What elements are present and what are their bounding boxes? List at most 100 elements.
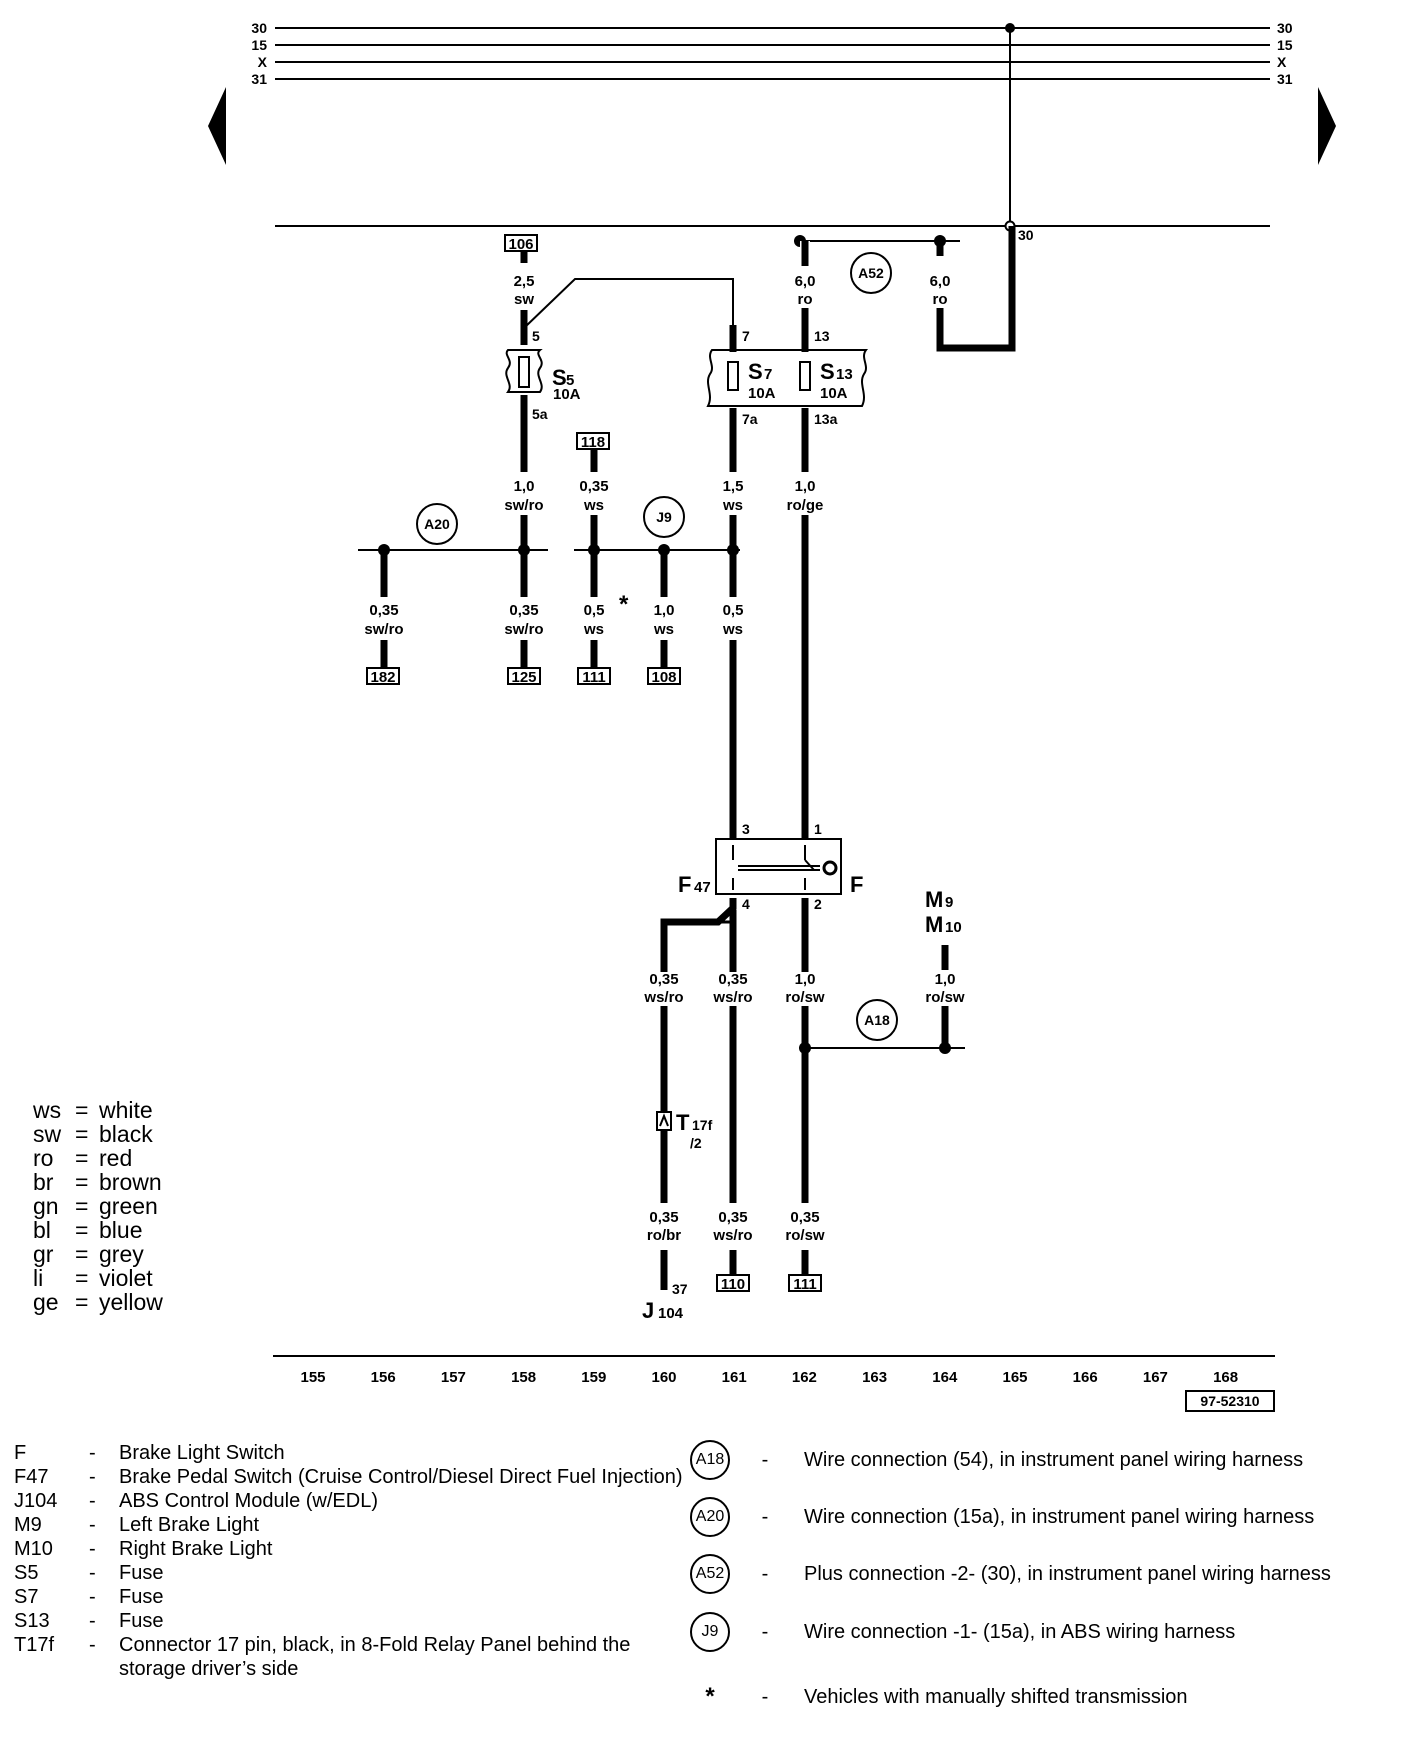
svg-text:ws: ws [653,621,674,638]
svg-text:0,35: 0,35 [790,1209,819,1226]
color-legend-row: gn=green [33,1194,163,1218]
equals-sign: = [75,1265,89,1291]
equals-sign: = [75,1169,89,1195]
pin-label: 7 [742,328,750,344]
svg-text:1,0: 1,0 [514,478,535,495]
column-number: 167 [1143,1369,1168,1386]
component-legend-row: J104-ABS Control Module (w/EDL) [14,1489,694,1513]
column-number: 161 [722,1369,747,1386]
bus-label-31: 31 [1277,71,1293,87]
wire-label-s7-out: 1,5 ws [722,478,743,514]
svg-text:ro/br: ro/br [647,1227,681,1244]
asterisk-mark: * [619,591,629,618]
svg-text:ws: ws [583,497,604,514]
connection-legend-row: A52-Plus connection -2- (30), in instrum… [690,1554,1331,1594]
bus-label-31: 31 [251,71,267,87]
svg-text:0,35: 0,35 [579,478,608,495]
component-description: Brake Light Switch [119,1442,285,1464]
fuse-s13-rating: 10A [820,385,848,402]
dash: - [761,1685,769,1708]
svg-text:ro/sw: ro/sw [925,989,965,1006]
pin-label: 1 [814,821,822,837]
pin-label: 37 [672,1281,688,1297]
equals-sign: = [75,1241,89,1267]
wire-label-s13-in: 6,0 ro [795,273,816,308]
color-name: blue [99,1217,143,1243]
pin-label: 3 [742,821,750,837]
page-next-arrow-icon[interactable] [1318,87,1336,165]
wire-label-s5-in: 2,5 sw [514,273,535,308]
column-number: 162 [792,1369,817,1386]
column-number: 168 [1213,1369,1238,1386]
svg-text:0,35: 0,35 [718,971,747,988]
wire-label-a52: 6,0 ro [930,273,951,308]
component-code: S5 [14,1562,39,1584]
svg-text:ro: ro [798,291,813,308]
t17f-name: T [676,1110,690,1135]
f47-name: F [678,872,691,897]
color-legend-row: br=brown [33,1170,163,1194]
component-legend-row: M9-Left Brake Light [14,1513,694,1537]
component-legend-row: F47-Brake Pedal Switch (Cruise Control/D… [14,1465,694,1489]
equals-sign: = [75,1193,89,1219]
connection-legend-row: A20-Wire connection (15a), in instrument… [690,1497,1314,1537]
color-name: red [99,1145,133,1171]
fuse-s5-icon [518,356,530,388]
color-legend-row: ws=white [33,1098,163,1122]
color-name: black [99,1121,153,1147]
color-legend-row: gr=grey [33,1242,163,1266]
ref-box-111 [788,1274,822,1292]
component-code: F [14,1442,27,1464]
fuse-s13-icon [799,361,811,391]
svg-text:ro/sw: ro/sw [785,989,825,1006]
bus-lines [275,27,1270,80]
svg-text:111: 111 [793,1276,816,1293]
component-code: F47 [14,1466,49,1488]
dash: - [89,1466,96,1488]
page-prev-arrow-icon[interactable] [208,87,226,165]
m9-name: M [925,887,943,912]
dash: - [761,1505,769,1528]
color-legend-row: ro=red [33,1146,163,1170]
terminal-30-label: 30 [1018,227,1034,243]
pin-label: 7a [742,411,758,427]
connection-description: Wire connection (15a), in instrument pan… [804,1505,1315,1528]
pin-label: 5 [532,328,540,344]
bus-label-x: X [1277,54,1287,70]
wire [660,898,737,972]
fuse-s5-name: S [552,365,567,390]
svg-text:0,35: 0,35 [649,971,678,988]
a52-label: A52 [858,265,884,281]
fuse-s5-sub: 5 [566,372,574,389]
component-code: M9 [14,1514,42,1536]
pin-label: 13a [814,411,838,427]
component-legend-row: S13-Fuse [14,1609,694,1633]
svg-text:sw/ro: sw/ro [504,621,543,638]
dash: - [89,1562,96,1584]
dash: - [761,1562,769,1585]
color-legend-row: bl=blue [33,1218,163,1242]
column-number: 157 [441,1369,466,1386]
svg-text:110: 110 [721,1276,745,1293]
fuse-s13-sub: 13 [836,366,853,383]
svg-text:1,0: 1,0 [654,602,675,619]
ref-boxes-row2: 182 125 111 108 [366,667,681,686]
svg-text:sw: sw [514,291,534,308]
bus-label-x: X [258,54,268,70]
svg-text:1,0: 1,0 [795,478,816,495]
wire-a52-to-30 [936,226,1016,352]
m9-sub: 9 [945,894,953,911]
ref-118-label: 118 [581,434,605,451]
bus-label-15: 15 [1277,37,1293,53]
svg-text:125: 125 [511,669,536,686]
m10-sub: 10 [945,919,962,936]
dash: - [89,1490,96,1512]
pin-label: 2 [814,896,822,912]
color-code: bl [33,1217,51,1243]
j9-circle [643,496,685,538]
column-number: 159 [581,1369,606,1386]
svg-text:sw/ro: sw/ro [504,497,543,514]
pin-label: 13 [814,328,830,344]
color-name: brown [99,1169,162,1195]
